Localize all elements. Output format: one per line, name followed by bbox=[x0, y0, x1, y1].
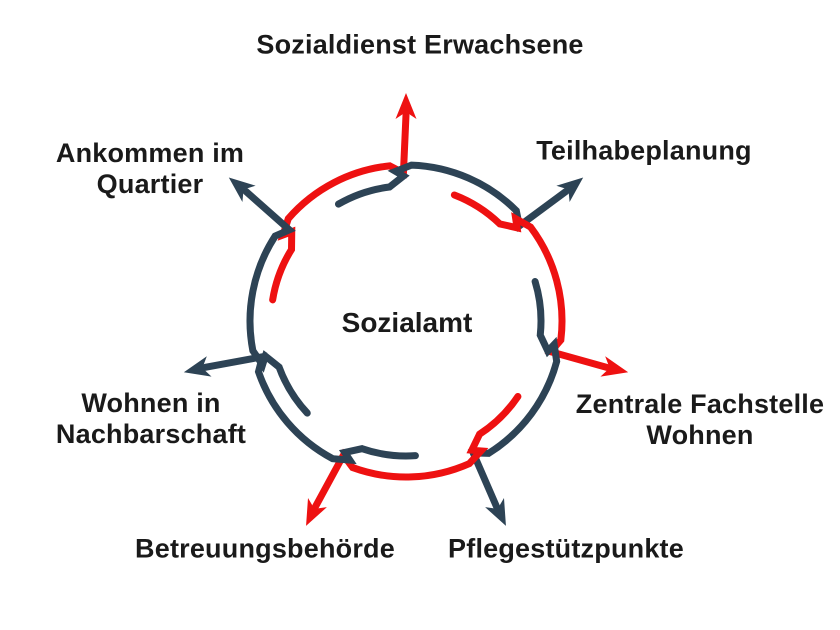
label-line: Teilhabeplanung bbox=[536, 135, 752, 166]
arrowhead-zentrale-fachstelle-wohnen bbox=[600, 356, 629, 377]
label-line: Nachbarschaft bbox=[55, 419, 247, 449]
arrowhead-sozialdienst-erwachsene bbox=[395, 93, 417, 119]
segment-arc-teilhabeplanung bbox=[335, 161, 570, 232]
label-line: Zentrale Fachstelle bbox=[575, 389, 825, 419]
label-line: Quartier bbox=[96, 169, 204, 199]
arrowhead-wohnen-in-nachbarschaft bbox=[183, 356, 212, 377]
arrowhead-ankommen-im-quartier bbox=[228, 177, 256, 203]
label-pflegestuetzpunkte: Pflegestützpunkte bbox=[448, 534, 684, 565]
label-betreuungsbehoerde: Betreuungsbehörde bbox=[135, 534, 395, 565]
label-line: Pflegestützpunkte bbox=[448, 533, 684, 564]
label-line: Ankommen im bbox=[55, 138, 245, 168]
label-zentrale-fachstelle-wohnen: Zentrale Fachstelle Wohnen bbox=[576, 389, 824, 451]
arrowhead-betreuungsbehoerde bbox=[306, 497, 327, 526]
label-ankommen-im-quartier: Ankommen im Quartier bbox=[56, 138, 244, 200]
label-line: Sozialdienst Erwachsene bbox=[256, 29, 584, 60]
segment-arc-sozialdienst-erwachsene bbox=[269, 111, 410, 304]
label-line: Wohnen bbox=[646, 420, 754, 450]
segment-arc-betreuungsbehoerde bbox=[312, 392, 522, 510]
arrowhead-pflegestuetzpunkte bbox=[485, 497, 506, 526]
label-wohnen-in-nachbarschaft: Wohnen in Nachbarschaft bbox=[56, 388, 246, 450]
center-label-sozialamt: Sozialamt bbox=[341, 307, 473, 338]
segment-arc-ankommen-im-quartier bbox=[242, 187, 311, 417]
label-teilhabeplanung: Teilhabeplanung bbox=[536, 136, 752, 167]
segment-arc-pflegestuetzpunkte bbox=[467, 278, 561, 510]
label-line: Wohnen in bbox=[81, 388, 221, 418]
arrowhead-teilhabeplanung bbox=[556, 177, 584, 203]
segment-arc-zentrale-fachstelle-wohnen bbox=[450, 191, 611, 371]
segment-arc-wohnen-in-nachbarschaft bbox=[201, 352, 419, 465]
label-line: Betreuungsbehörde bbox=[135, 533, 395, 564]
label-sozialdienst-erwachsene: Sozialdienst Erwachsene bbox=[256, 30, 583, 61]
